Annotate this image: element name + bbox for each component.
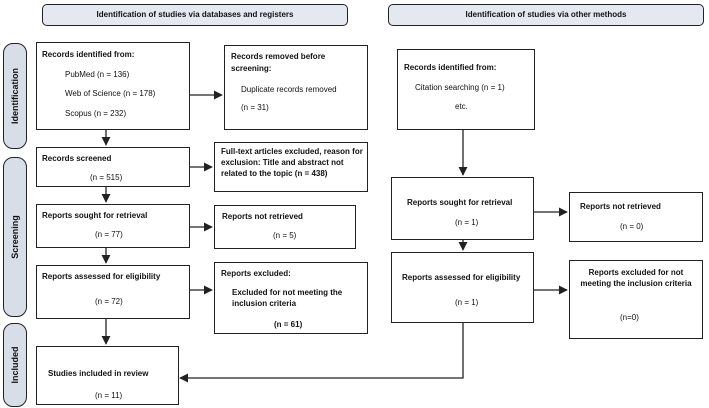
records-screened-box bbox=[36, 147, 190, 187]
reports-assessed-box bbox=[36, 265, 190, 319]
header-other-methods bbox=[388, 4, 704, 26]
records-identified-title: Records identified from: bbox=[42, 50, 135, 59]
other-reports-excluded-box bbox=[569, 260, 703, 339]
duplicates-label: Duplicate records removed bbox=[241, 85, 337, 94]
other-reports-excluded-count: (n=0) bbox=[620, 313, 639, 322]
duplicates-count: (n = 31) bbox=[241, 103, 269, 112]
reports-excluded-title: Reports excluded: bbox=[221, 269, 291, 278]
phase-identification-label: Identification bbox=[10, 68, 20, 124]
records-removed-title-1: Records removed before bbox=[231, 52, 326, 61]
reports-excluded-text: Excluded for not meeting the inclusion c… bbox=[232, 288, 343, 308]
scopus-count: Scopus (n = 232) bbox=[65, 109, 127, 118]
reports-sought-count: (n = 77) bbox=[95, 230, 123, 239]
other-reports-sought-title: Reports sought for retrieval bbox=[407, 198, 513, 207]
records-removed-title-2: screening: bbox=[231, 64, 272, 73]
phase-screening: Screening bbox=[3, 157, 27, 317]
phase-identification: Identification bbox=[3, 43, 27, 149]
reports-sought-title: Reports sought for retrieval bbox=[42, 211, 148, 220]
other-records-identified-box bbox=[397, 49, 535, 130]
records-identified-box bbox=[36, 42, 190, 130]
other-reports-sought-box bbox=[391, 177, 534, 240]
studies-included-box bbox=[36, 346, 179, 405]
other-records-identified-title: Records identified from: bbox=[404, 63, 497, 72]
records-screened-title: Records screened bbox=[42, 154, 112, 163]
phase-included: Included bbox=[3, 323, 27, 407]
reports-excluded-box bbox=[214, 262, 368, 334]
other-reports-assessed-count: (n = 1) bbox=[455, 298, 479, 307]
studies-included-count: (n = 11) bbox=[95, 391, 123, 400]
reports-excluded-count: (n = 61) bbox=[274, 320, 303, 329]
pubmed-count: PubMed (n = 136) bbox=[65, 70, 130, 79]
header-databases bbox=[42, 4, 348, 26]
other-reports-assessed-title: Reports assessed for eligibility bbox=[402, 273, 521, 282]
records-removed-box bbox=[224, 45, 368, 130]
not-retrieved-box bbox=[214, 205, 356, 249]
records-screened-count: (n = 515) bbox=[90, 173, 123, 182]
not-retrieved-title: Reports not retrieved bbox=[222, 212, 303, 221]
not-retrieved-count: (n = 5) bbox=[273, 231, 297, 240]
other-not-retrieved-count: (n = 0) bbox=[620, 222, 644, 231]
header-other-methods-label: Identification of studies via other meth… bbox=[465, 10, 627, 19]
phase-included-label: Included bbox=[10, 346, 20, 384]
phase-screening-label: Screening bbox=[10, 215, 20, 259]
reports-assessed-title: Reports assessed for eligibility bbox=[42, 272, 161, 281]
fulltext-excluded-text: Full-text articles excluded, reason for … bbox=[221, 147, 363, 178]
wos-count: Web of Science (n = 178) bbox=[65, 89, 156, 98]
other-reports-sought-count: (n = 1) bbox=[455, 218, 479, 227]
other-not-retrieved-title: Reports not retrieved bbox=[580, 202, 661, 211]
other-reports-assessed-box bbox=[391, 252, 534, 323]
other-etc: etc. bbox=[455, 102, 468, 111]
other-reports-excluded-text: Reports excluded for not meeting the inc… bbox=[580, 268, 692, 288]
citation-searching-count: Citation searching (n = 1) bbox=[415, 83, 505, 92]
fulltext-excluded-box bbox=[214, 142, 368, 192]
header-databases-label: Identification of studies via databases … bbox=[96, 10, 294, 19]
other-not-retrieved-box bbox=[569, 192, 703, 242]
studies-included-title: Studies included in review bbox=[48, 369, 149, 378]
reports-assessed-count: (n = 72) bbox=[95, 297, 123, 306]
reports-sought-box bbox=[36, 204, 190, 248]
